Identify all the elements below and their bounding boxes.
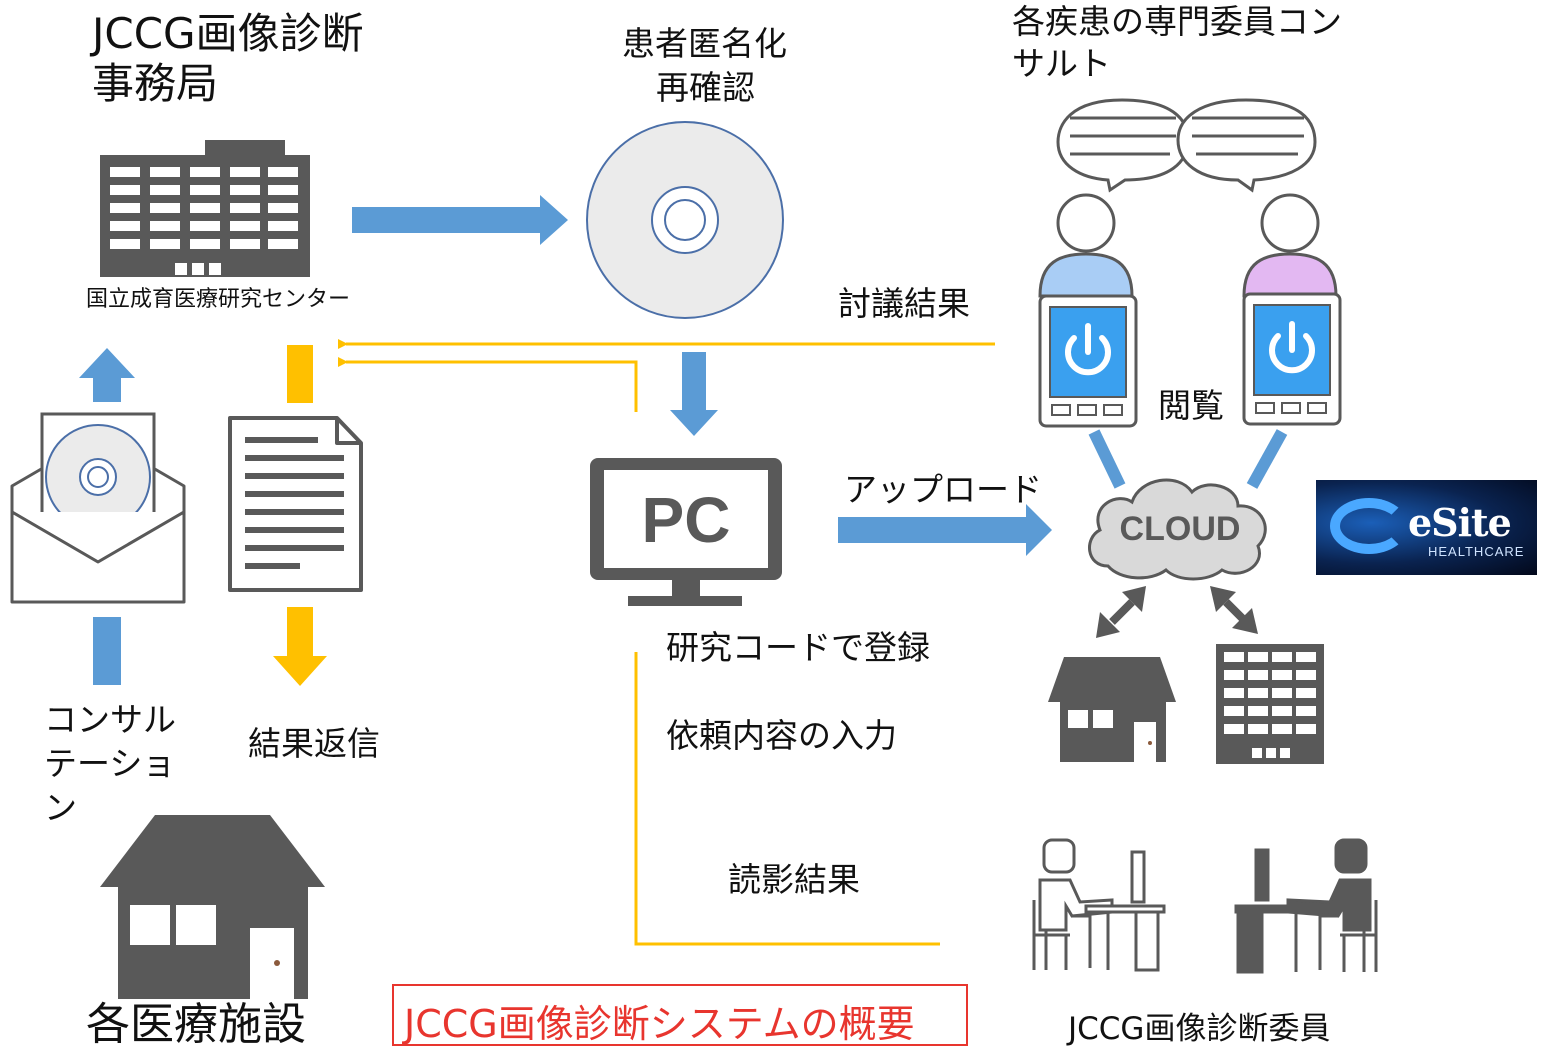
arrow-to-anonymize (352, 195, 568, 245)
caption-box: JCCG画像診断システムの概要 (392, 984, 968, 1046)
arrow-to-pc (670, 352, 718, 436)
small-house-icon (1048, 657, 1176, 762)
office-title-line1: JCCG画像診断 (92, 9, 364, 58)
reading-result-label: 読影結果 (728, 860, 860, 899)
view-links (1088, 429, 1288, 489)
pc-label: PC (642, 484, 731, 556)
discussion-result-label: 討議結果 (838, 284, 970, 323)
house-icon (100, 815, 325, 999)
experts-title-line2: サルト (1012, 44, 1111, 83)
anonymize-title-line1: 患者匿名化 (622, 24, 787, 63)
pc-monitor-icon: PC (590, 458, 782, 606)
cloud-label: CLOUD (1120, 510, 1241, 548)
consultation-label-line2: テーショ (44, 744, 176, 783)
disc-icon (586, 121, 784, 319)
committee-label: JCCG画像診断委員 (1068, 1011, 1331, 1047)
result-return-arrow (273, 345, 327, 686)
consultation-arrow (79, 348, 135, 685)
cloud-icon: CLOUD (1088, 478, 1267, 581)
esite-swirl-icon (1330, 498, 1408, 554)
expert-person-icon-2 (1242, 193, 1338, 298)
esite-sub: HEALTHCARE (1428, 544, 1525, 559)
esite-logo: eSite HEALTHCARE (1316, 480, 1537, 575)
register-label: 研究コードで登録 (666, 628, 930, 667)
request-input-label: 依頼内容の入力 (666, 716, 897, 755)
upload-label: アップロード (844, 470, 1042, 509)
return-flow-lines (338, 339, 995, 946)
sync-arrows (1096, 586, 1258, 638)
consultation-label-line1: コンサル (44, 700, 176, 739)
experts-title-line1: 各疾患の専門委員コン (1012, 2, 1342, 41)
office-title-line2: 事務局 (92, 59, 219, 108)
facilities-label: 各医療施設 (86, 999, 306, 1050)
small-building-icon (1216, 644, 1324, 764)
esite-brand: eSite (1408, 500, 1512, 545)
envelope-disc-icon (10, 412, 186, 604)
reader-desk-icon-1 (1032, 838, 1166, 972)
tablet-icon-1 (1038, 294, 1138, 428)
anonymize-title-line2: 再確認 (656, 68, 755, 107)
upload-arrow (838, 504, 1052, 556)
result-return-label: 結果返信 (248, 724, 380, 763)
office-building-icon (100, 140, 310, 277)
caption-title: JCCG画像診断システムの概要 (404, 1002, 915, 1046)
center-name: 国立成育医療研究センター (86, 287, 351, 312)
expert-person-icon-1 (1038, 193, 1134, 298)
view-label: 閲覧 (1158, 386, 1224, 425)
consultation-label-line3: ン (44, 788, 77, 827)
tablet-icon-2 (1242, 292, 1342, 426)
reader-desk-icon-2 (1234, 838, 1378, 974)
speech-bubbles-icon (1056, 98, 1317, 193)
document-icon (228, 416, 363, 592)
